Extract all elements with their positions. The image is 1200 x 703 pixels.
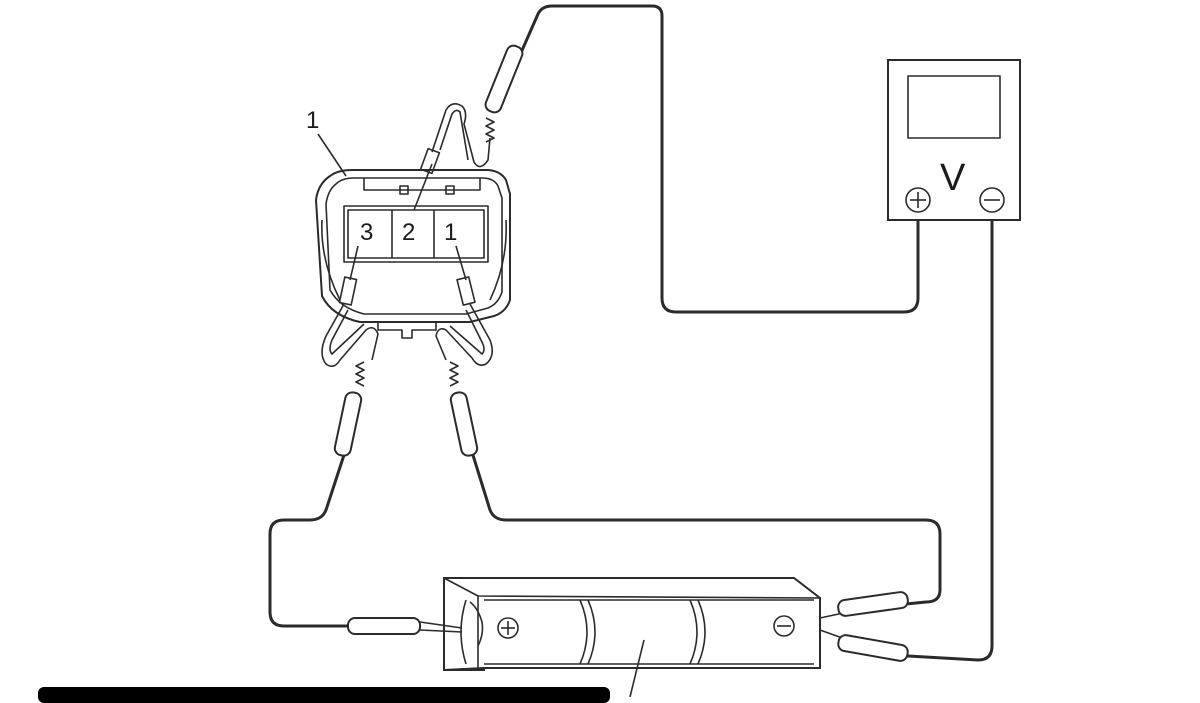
voltmeter-minus-terminal <box>979 187 1005 213</box>
connector-icon <box>314 169 511 339</box>
wire-pin2-to-voltmeter-plus <box>518 4 920 314</box>
pin-1-label: 1 <box>444 219 457 246</box>
probe-pin2 <box>413 44 524 211</box>
wire-pin1-to-battery <box>470 450 942 606</box>
probe-pin1 <box>435 245 494 457</box>
voltmeter-symbol: V <box>940 157 966 199</box>
wire-pin3-to-battery <box>268 453 352 628</box>
pin-3-label: 3 <box>360 219 373 246</box>
battery-right-upper-plug <box>837 591 909 617</box>
battery-left-plug <box>347 617 421 635</box>
voltmeter-display <box>907 75 1001 139</box>
pin-2-label: 2 <box>402 219 415 246</box>
callout-1-leader <box>317 133 347 177</box>
battery-right-lower-plug <box>837 634 909 662</box>
battery-pack-icon <box>419 577 849 672</box>
voltmeter-icon <box>887 59 1021 221</box>
wire-voltmeter-minus-to-battery <box>906 203 994 662</box>
battery-callout-leader <box>629 639 645 697</box>
probe-pin3 <box>321 245 379 457</box>
voltmeter-plus-terminal <box>905 187 931 213</box>
callout-1-label: 1 <box>306 107 319 134</box>
caption-bar <box>38 687 610 703</box>
